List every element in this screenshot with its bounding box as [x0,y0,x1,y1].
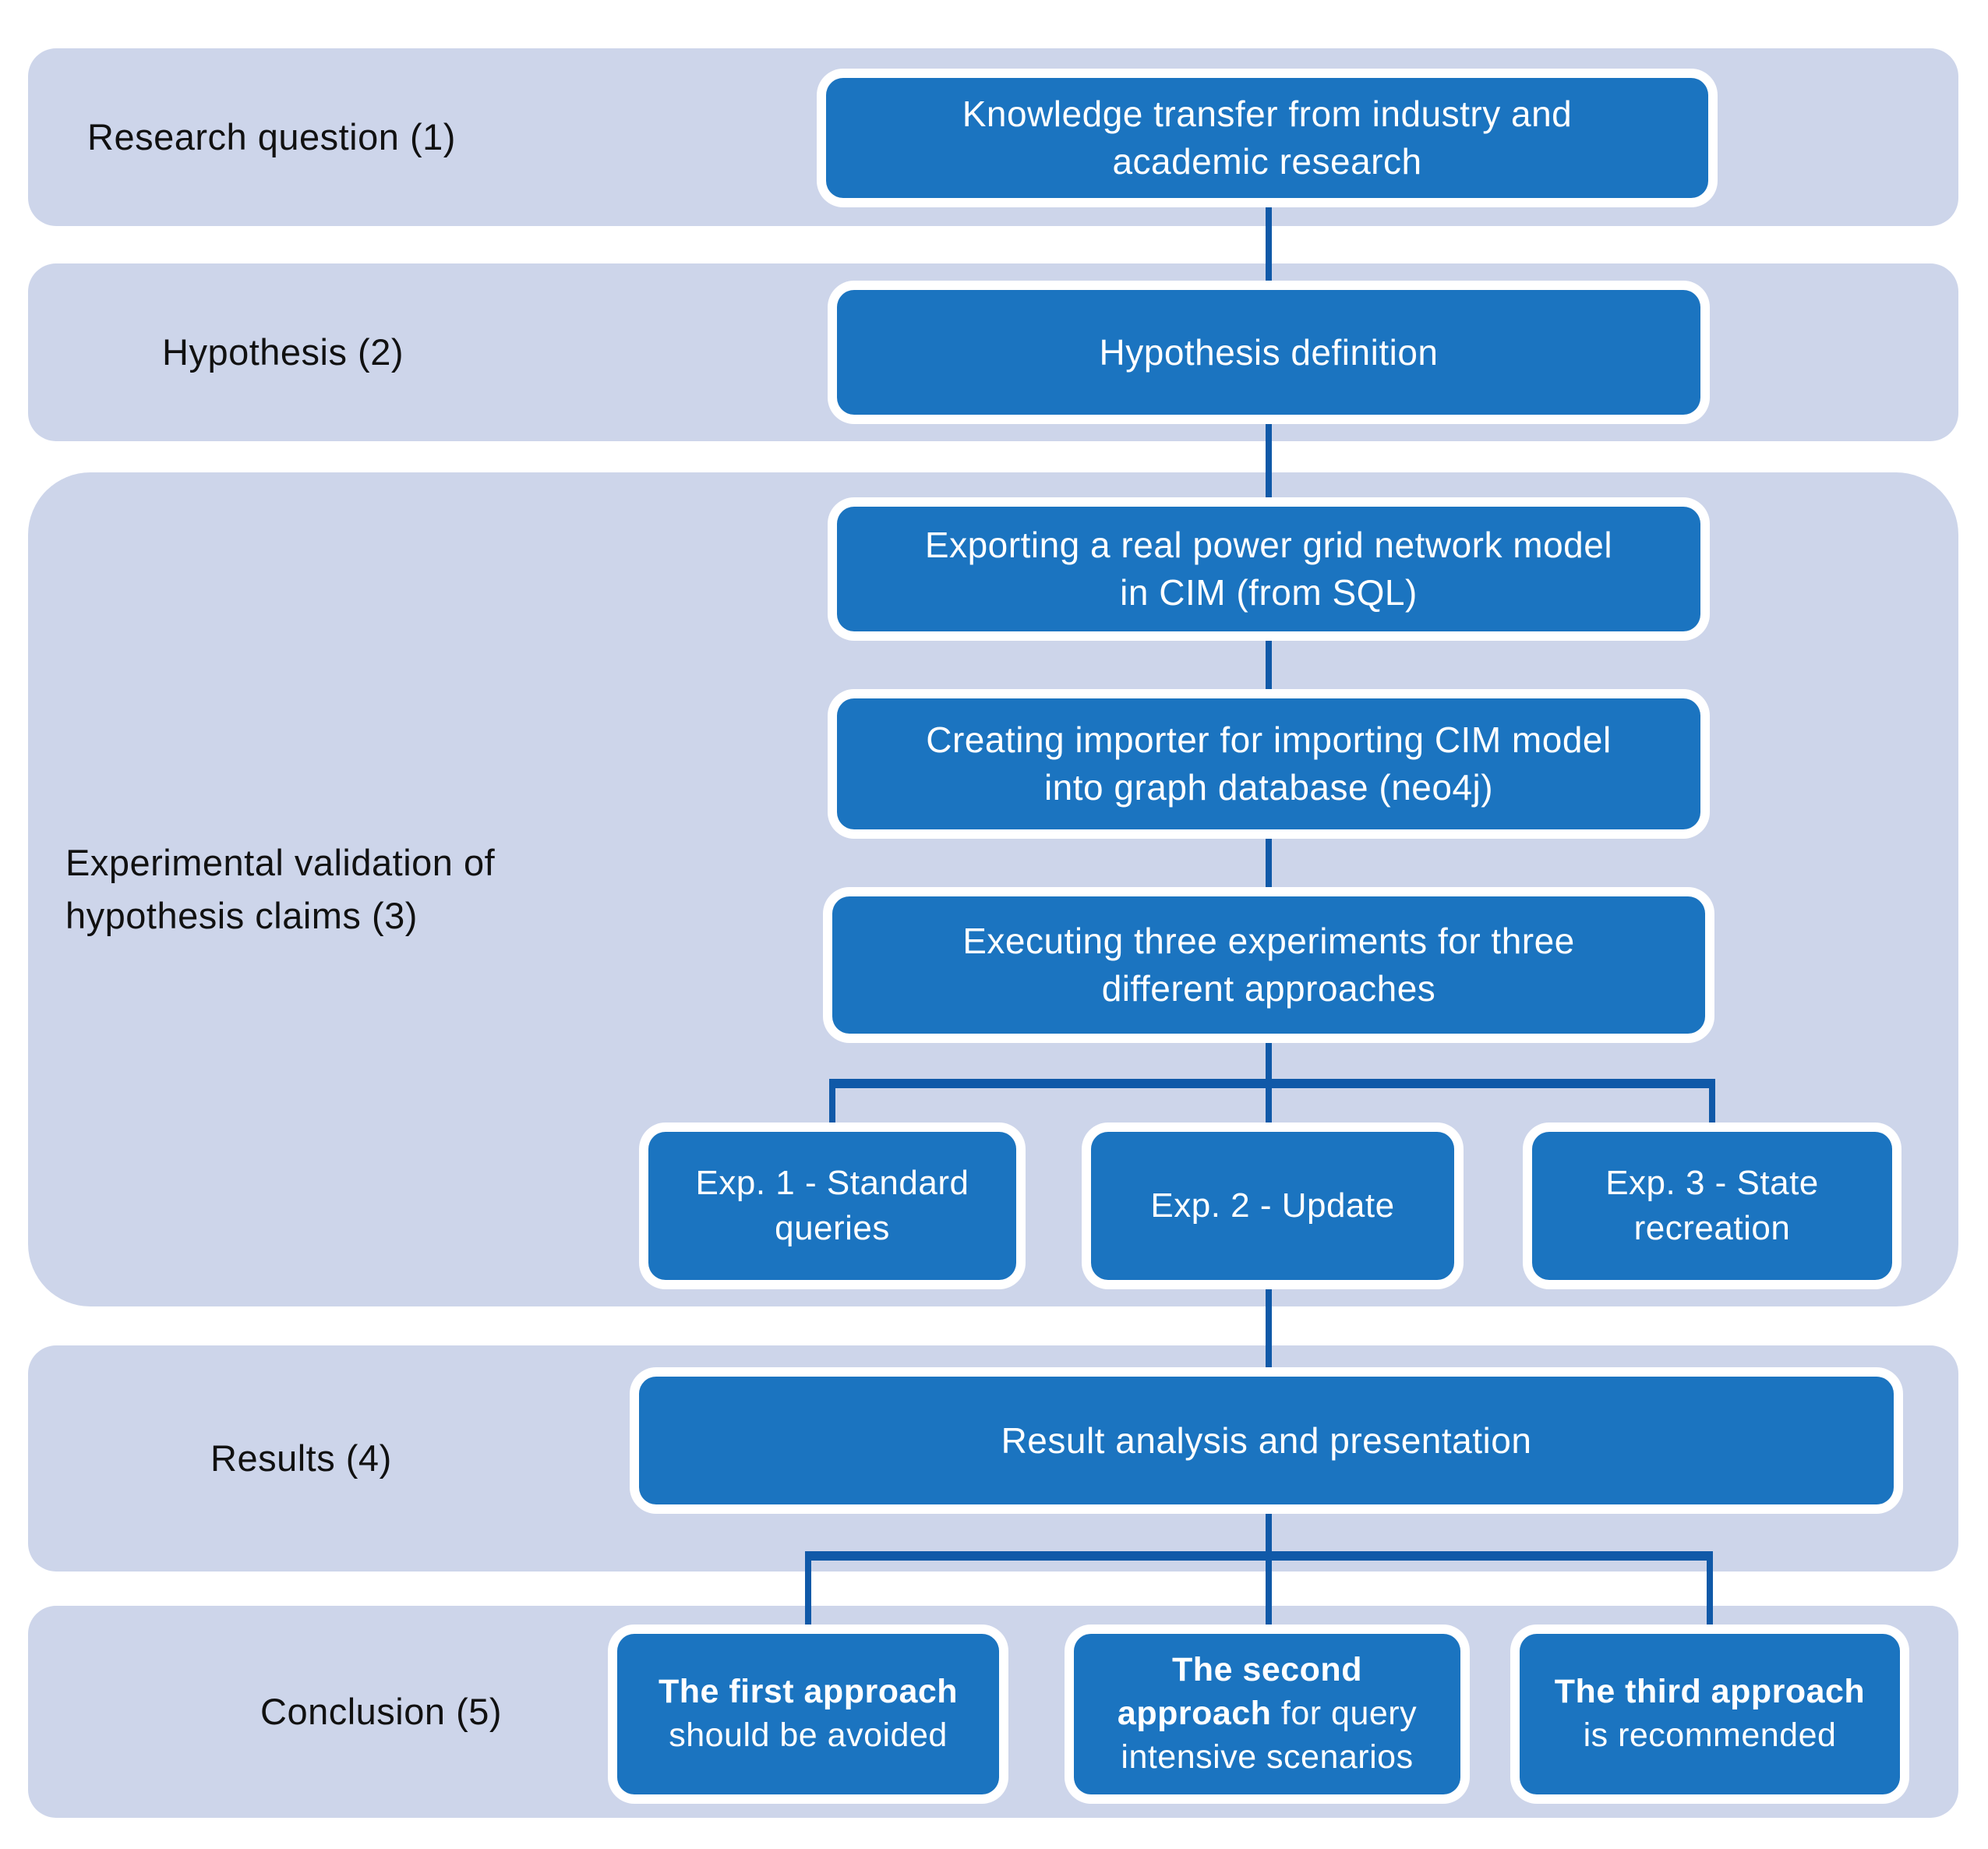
node-executing-experiments: Executing three experiments for three di… [823,887,1714,1043]
node-hypothesis-definition-inner: Hypothesis definition [837,290,1700,415]
node-result-analysis-text: Result analysis and presentation [1001,1419,1532,1461]
conclusion-first-rest: should be avoided [669,1716,948,1754]
conclusion-second-bold: The second approach [1117,1651,1362,1733]
connector-hypothesis-to-export [1266,417,1272,503]
node-hypothesis-definition: Hypothesis definition [828,281,1710,424]
connector-research-to-hypothesis [1266,199,1272,286]
node-exp3-inner: Exp. 3 - State recreation [1532,1132,1892,1280]
conclusion-first-bold: The first approach [658,1673,959,1711]
node-conclusion-second-approach: The second approach for query intensive … [1065,1625,1470,1804]
node-conclusion-first-approach: The first approach should be avoided [608,1625,1008,1804]
branch-stub-conclusion3 [1707,1551,1713,1626]
node-exp3-state-recreation: Exp. 3 - State recreation [1523,1122,1901,1289]
node-conclusion-third-approach: The third approach is recommended [1510,1625,1909,1804]
node-exp1-text: Exp. 1 - Standard queries [695,1163,969,1247]
node-exp3-text: Exp. 3 - State recreation [1605,1163,1819,1247]
branch-stub-conclusion1 [805,1551,811,1626]
node-result-analysis-inner: Result analysis and presentation [639,1377,1894,1504]
node-exp1-inner: Exp. 1 - Standard queries [648,1132,1016,1280]
band-label-results: Results (4) [210,1437,392,1479]
node-executing-experiments-inner: Executing three experiments for three di… [832,896,1705,1034]
conclusion-third-bold: The third approach [1554,1673,1866,1711]
connector-exp2-to-results [1266,1286,1272,1370]
branch-bar-experiments [829,1079,1715,1088]
branch-bar-conclusions [805,1551,1713,1561]
node-exp2-update: Exp. 2 - Update [1082,1122,1464,1289]
connector-results-to-branch [1266,1511,1272,1561]
node-exporting-model-inner: Exporting a real power grid network mode… [837,507,1700,631]
node-creating-importer: Creating importer for importing CIM mode… [828,689,1710,839]
node-conclusion-second-text: The second approach for query intensive … [1074,1649,1460,1780]
band-label-research-question: Research question (1) [87,115,456,157]
node-conclusion-second-inner: The second approach for query intensive … [1074,1634,1460,1794]
conclusion-third-rest: is recommended [1583,1716,1837,1754]
band-label-conclusion: Conclusion (5) [260,1690,503,1732]
node-conclusion-first-inner: The first approach should be avoided [617,1634,999,1794]
node-knowledge-transfer-text: Knowledge transfer from industry and aca… [962,94,1573,182]
node-exp2-text: Exp. 2 - Update [1150,1186,1395,1225]
branch-stub-exp2 [1266,1088,1272,1126]
band-label-experimental-validation: Experimental validation of hypothesis cl… [65,841,496,936]
connector-importer-to-executing [1266,836,1272,892]
node-creating-importer-text: Creating importer for importing CIM mode… [926,719,1612,808]
conclusion-second-rest: for query intensive scenarios [1121,1695,1418,1776]
node-conclusion-third-text: The third approach is recommended [1520,1670,1900,1758]
node-result-analysis: Result analysis and presentation [630,1367,1903,1514]
connector-export-to-importer [1266,638,1272,694]
node-creating-importer-inner: Creating importer for importing CIM mode… [837,698,1700,829]
branch-stub-exp3 [1709,1079,1715,1126]
node-exp2-inner: Exp. 2 - Update [1091,1132,1454,1280]
node-knowledge-transfer: Knowledge transfer from industry and aca… [817,69,1718,207]
band-label-hypothesis: Hypothesis (2) [162,331,404,373]
branch-stub-conclusion2 [1266,1561,1272,1626]
node-exporting-model-text: Exporting a real power grid network mode… [924,525,1613,613]
connector-executing-to-branch [1266,1040,1272,1088]
node-exporting-model: Exporting a real power grid network mode… [828,497,1710,641]
node-knowledge-transfer-inner: Knowledge transfer from industry and aca… [826,78,1708,198]
node-executing-experiments-text: Executing three experiments for three di… [962,921,1575,1009]
node-hypothesis-definition-text: Hypothesis definition [1099,331,1439,373]
node-conclusion-first-text: The first approach should be avoided [617,1670,999,1758]
branch-stub-exp1 [829,1079,835,1126]
node-exp1-standard-queries: Exp. 1 - Standard queries [639,1122,1026,1289]
node-conclusion-third-inner: The third approach is recommended [1520,1634,1900,1794]
